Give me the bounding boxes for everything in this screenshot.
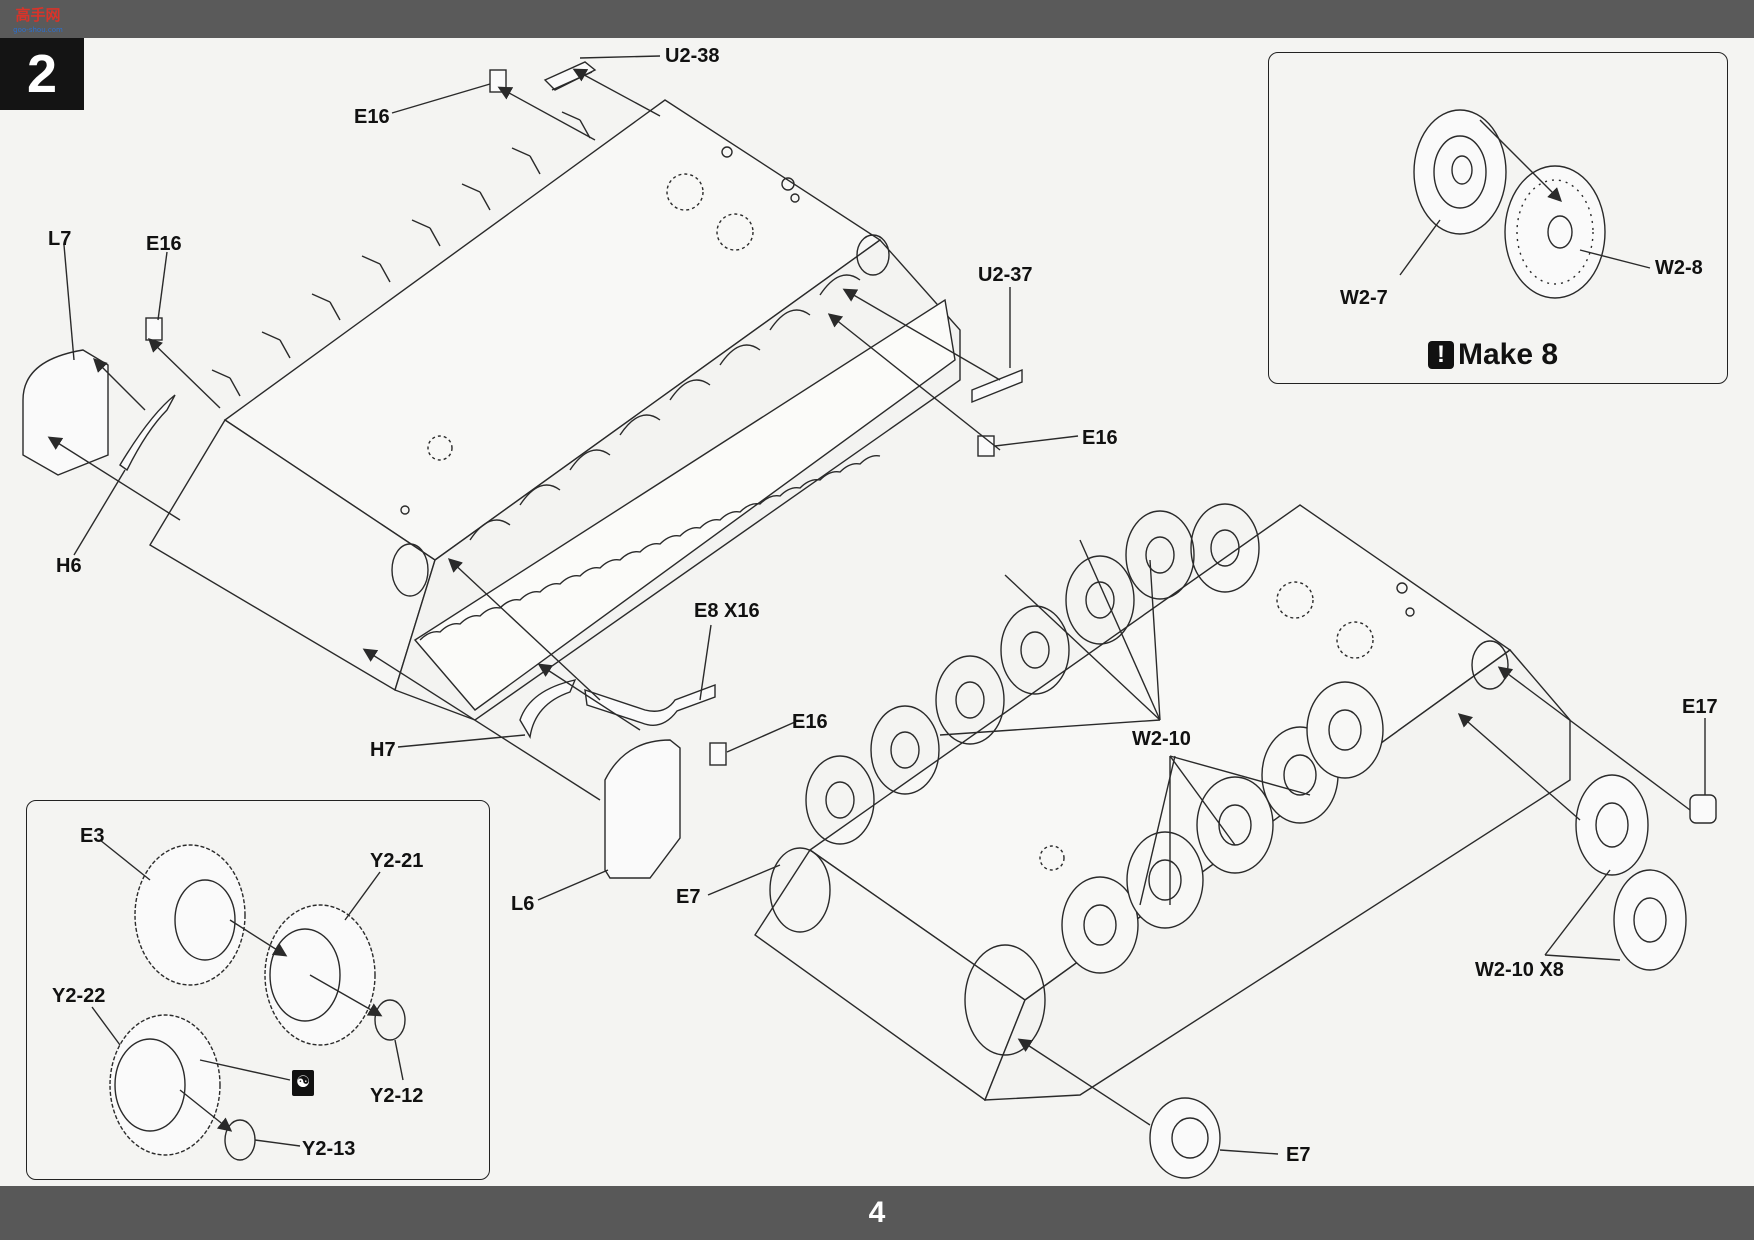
- assembly-arrows-lower: [707, 539, 1706, 1155]
- label-l7: L7: [48, 228, 72, 250]
- road-wheels-rear: [805, 503, 1260, 845]
- label-y2-13: Y2-13: [302, 1138, 356, 1160]
- label-e3: E3: [80, 825, 105, 847]
- part-w2-10-loose: [1575, 774, 1687, 971]
- hull-hatch: [716, 213, 754, 251]
- label-e17: E17: [1682, 696, 1718, 718]
- part-l6: [604, 739, 681, 879]
- label-u2-37: U2-37: [978, 264, 1033, 286]
- logo-subtext: goo-shou.com: [13, 26, 63, 34]
- idler-wheel: [1471, 640, 1509, 690]
- label-h7: H7: [370, 739, 396, 761]
- part-e16-mid: [709, 742, 727, 766]
- hull-hatch: [1336, 621, 1374, 659]
- part-e16-top: [489, 69, 507, 93]
- hull-hatch: [427, 435, 453, 461]
- hull-hatch: [1276, 581, 1314, 619]
- page-number: 4: [0, 1186, 1754, 1240]
- label-y2-22: Y2-22: [52, 985, 106, 1007]
- road-wheel-subassembly: [1399, 109, 1651, 299]
- hull-scalloped-edge: [419, 454, 881, 641]
- label-w2-10: W2-10: [1132, 728, 1191, 750]
- road-wheel-inset-panel: [1268, 52, 1728, 384]
- label-e16-top: E16: [354, 106, 390, 128]
- torsion-arm-stubs: [211, 111, 591, 397]
- step-number-badge: 2: [0, 38, 84, 110]
- upper-hull-lower-strip: [413, 298, 956, 711]
- part-u2-37: [971, 368, 1023, 404]
- logo-text: 高手网: [15, 6, 61, 24]
- front-sprocket: [964, 944, 1046, 1056]
- idler-mount: [856, 234, 890, 276]
- label-e16-mid: E16: [792, 711, 828, 733]
- road-wheels-front: [1061, 681, 1384, 974]
- assembly-arrows-upper: [47, 55, 1079, 901]
- site-logo: 高手网 goo-shou.com: [6, 4, 70, 34]
- upper-hull-assembly: [149, 99, 961, 721]
- top-bar: 高手网 goo-shou.com: [0, 0, 1754, 38]
- label-u2-38: U2-38: [665, 45, 720, 67]
- label-w2-10-x8: W2-10 X8: [1475, 959, 1564, 981]
- hull-hatch: [1039, 845, 1065, 871]
- part-e7-bottom: [1149, 1097, 1221, 1179]
- rear-sprocket: [769, 847, 831, 933]
- lower-hull-assembly: [754, 503, 1571, 1102]
- label-y2-21: Y2-21: [370, 850, 424, 872]
- part-l7: [22, 349, 109, 476]
- part-h7: [519, 679, 577, 740]
- label-w2-8: W2-8: [1655, 257, 1703, 279]
- label-w2-7: W2-7: [1340, 287, 1388, 309]
- label-e16-right: E16: [1082, 427, 1118, 449]
- label-h6: H6: [56, 555, 82, 577]
- part-e17: [1689, 794, 1717, 824]
- label-e16-left: E16: [146, 233, 182, 255]
- sprocket-inset-panel: [26, 800, 490, 1180]
- hull-hatch: [666, 173, 704, 211]
- final-drive-housing: [391, 543, 429, 597]
- make-quantity-note: ! Make 8: [1428, 338, 1558, 372]
- label-l6: L6: [511, 893, 535, 915]
- label-e8-x16: E8 X16: [694, 600, 760, 622]
- lower-hull-side-plate: [983, 649, 1571, 1101]
- make-quantity-text: Make 8: [1458, 338, 1559, 371]
- glue-icon: ☯: [292, 1070, 314, 1096]
- sprocket-subassembly: [91, 839, 406, 1161]
- part-e16-left: [145, 317, 163, 341]
- part-e8-arm: [584, 683, 716, 726]
- label-e7-left: E7: [676, 886, 701, 908]
- label-e7-bottom: E7: [1286, 1144, 1311, 1166]
- suspension-arms: [469, 274, 861, 541]
- exclamation-icon: !: [1428, 341, 1454, 369]
- part-h6: [119, 394, 176, 472]
- label-y2-12: Y2-12: [370, 1085, 424, 1107]
